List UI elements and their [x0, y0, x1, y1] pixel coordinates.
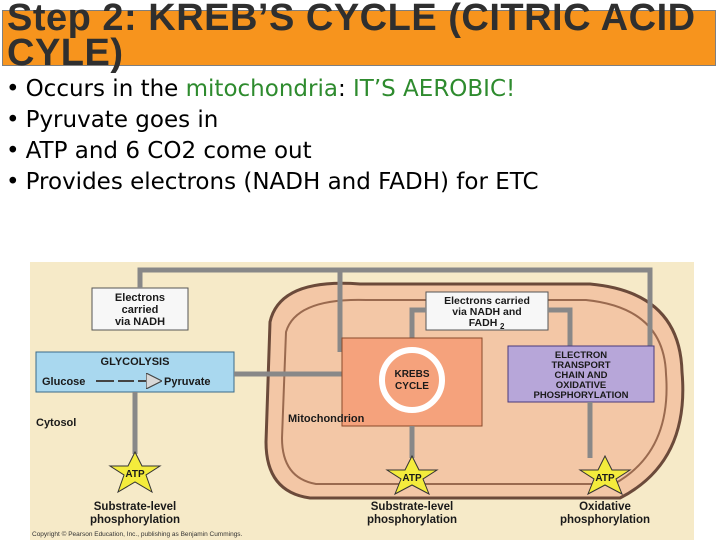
- atp-label: ATP: [595, 473, 615, 484]
- bullet-item: •ATP and 6 CO2 come out: [6, 140, 706, 171]
- krebs-label: CYCLE: [395, 381, 429, 392]
- substrate-level-label: Substrate-level: [94, 501, 176, 513]
- title-bar: Step 2: KREB’S CYCLE (CITRIC ACID CYLE): [2, 0, 716, 72]
- electrons-fadh-box: [425, 291, 549, 331]
- bullet-text: ATP and 6 CO2 come out: [25, 138, 312, 164]
- arrow-top-right: [340, 267, 653, 346]
- etc-label: TRANSPORT: [551, 360, 610, 371]
- electrons-nadh-label: Electrons: [115, 292, 165, 304]
- electrons-fadh-label: Electrons carried: [444, 295, 530, 307]
- arrow-krebs-to-fadh: [409, 307, 426, 338]
- page-title: Step 2: KREB’S CYCLE (CITRIC ACID CYLE): [7, 0, 696, 74]
- mitochondrion-label: Mitochondrion: [288, 413, 365, 425]
- bullet-item: •Provides electrons (NADH and FADH) for …: [6, 171, 706, 202]
- atp-label: ATP: [125, 469, 145, 480]
- electrons-fadh-label: FADH: [469, 317, 498, 329]
- electrons-fadh-subscript: 2: [500, 322, 505, 331]
- arrow-to-etc: [548, 307, 573, 346]
- glucose-label: Glucose: [42, 376, 85, 388]
- substrate-level-label: Substrate-level: [371, 501, 453, 513]
- oxidative-label: phosphorylation: [560, 514, 650, 526]
- bullet-text: :: [337, 76, 353, 102]
- bullet-dot: •: [6, 169, 20, 195]
- electrons-nadh-box: [91, 287, 189, 331]
- pyruvate-label: Pyruvate: [164, 376, 210, 388]
- bullet-dot: •: [6, 138, 20, 164]
- arrow-top-left: [137, 267, 343, 352]
- bullet-text: Provides electrons (NADH and FADH) for E…: [25, 169, 539, 195]
- atp-burst-middle: ATP: [385, 454, 439, 496]
- bullet-list: •Occurs in the mitochondria: IT’S AEROBI…: [6, 78, 706, 202]
- glycolysis-label: GLYCOLYSIS: [101, 356, 170, 368]
- etc-label: PHOSPHORYLATION: [533, 390, 628, 401]
- mitochondria-text: mitochondria: [185, 76, 338, 102]
- cellular-respiration-diagram: Electrons carried via NADH Electrons car…: [30, 262, 694, 540]
- glycolysis-box: [35, 351, 235, 393]
- krebs-cycle-ring: [379, 347, 445, 413]
- substrate-level-label: phosphorylation: [367, 514, 457, 526]
- bullet-text: Occurs in the: [25, 76, 186, 102]
- etc-label: CHAIN AND: [555, 370, 608, 381]
- copyright-notice: Copyright © Pearson Education, Inc., pub…: [32, 530, 243, 538]
- etc-box: [507, 345, 655, 403]
- atp-label: ATP: [402, 473, 422, 484]
- substrate-level-label: phosphorylation: [90, 514, 180, 526]
- etc-label: ELECTRON: [555, 350, 607, 361]
- atp-burst-left: ATP: [108, 450, 162, 494]
- bullet-dot: •: [6, 107, 20, 133]
- electrons-nadh-label: via NADH: [115, 316, 165, 328]
- etc-label: OXIDATIVE: [556, 380, 607, 391]
- aerobic-text: IT’S AEROBIC!: [353, 76, 516, 102]
- bullet-item: •Occurs in the mitochondria: IT’S AEROBI…: [6, 78, 706, 109]
- bullet-item: •Pyruvate goes in: [6, 109, 706, 140]
- electrons-fadh-label: via NADH and: [452, 306, 521, 318]
- bullet-text: Pyruvate goes in: [25, 107, 219, 133]
- electrons-nadh-label: carried: [122, 304, 159, 316]
- bullet-dot: •: [6, 76, 20, 102]
- cytosol-label: Cytosol: [36, 417, 76, 429]
- krebs-label: KREBS: [394, 369, 429, 380]
- oxidative-label: Oxidative: [579, 501, 631, 513]
- atp-burst-right: ATP: [578, 454, 632, 496]
